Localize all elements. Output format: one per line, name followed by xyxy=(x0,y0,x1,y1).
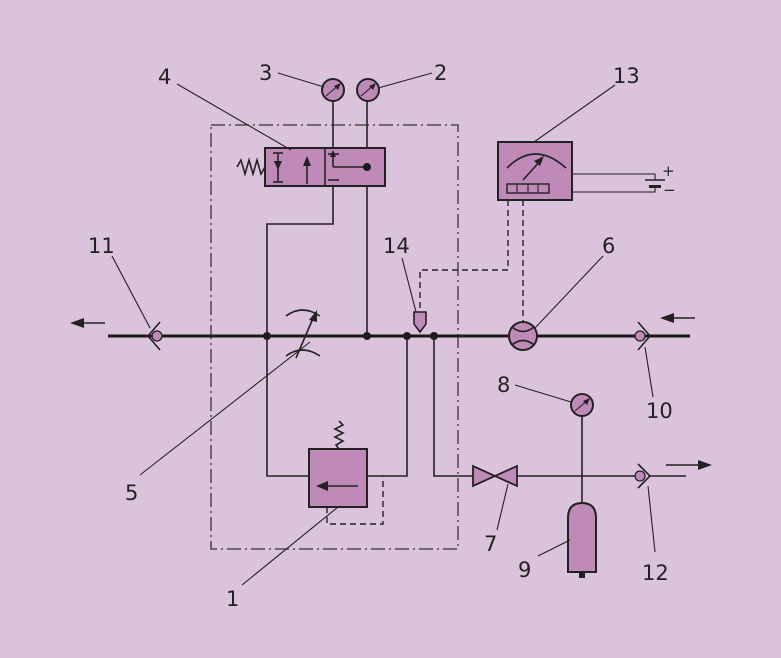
shutoff-valve-7 xyxy=(472,464,518,488)
label-10: 10 xyxy=(646,399,673,423)
label-13: 13 xyxy=(613,64,640,88)
label-7: 7 xyxy=(484,532,497,556)
flow-arrow-out-icon xyxy=(666,460,712,470)
check-valve-12 xyxy=(634,463,686,489)
leader-lines xyxy=(111,72,656,586)
pressure-gauge-2 xyxy=(356,78,380,102)
pressure-regulator-1 xyxy=(308,420,384,525)
flow-meter-6 xyxy=(508,321,538,351)
battery-minus: − xyxy=(663,181,676,199)
label-1: 1 xyxy=(226,587,239,611)
label-2: 2 xyxy=(434,61,447,85)
check-valve-11 xyxy=(146,321,163,351)
label-6: 6 xyxy=(602,234,615,258)
flow-arrow-in-icon xyxy=(660,313,695,323)
battery-plus: + xyxy=(662,162,675,180)
label-3: 3 xyxy=(259,61,272,85)
label-14: 14 xyxy=(383,234,410,258)
sensor-probe-14 xyxy=(413,311,427,334)
label-12: 12 xyxy=(642,561,669,585)
label-5: 5 xyxy=(125,481,138,505)
label-8: 8 xyxy=(497,373,510,397)
directional-valve-4 xyxy=(236,147,386,187)
flow-arrow-left-icon xyxy=(70,318,105,328)
reservoir-tank-9 xyxy=(567,501,597,578)
label-4: 4 xyxy=(158,65,171,89)
pressure-gauge-3 xyxy=(321,78,345,102)
label-9: 9 xyxy=(518,558,531,582)
electronic-meter-13 xyxy=(497,141,573,201)
check-valve-10 xyxy=(634,321,652,351)
adjustable-restrictor-5 xyxy=(285,309,321,359)
label-11: 11 xyxy=(88,234,115,258)
battery-icon xyxy=(645,179,665,188)
pressure-gauge-8 xyxy=(570,393,594,417)
